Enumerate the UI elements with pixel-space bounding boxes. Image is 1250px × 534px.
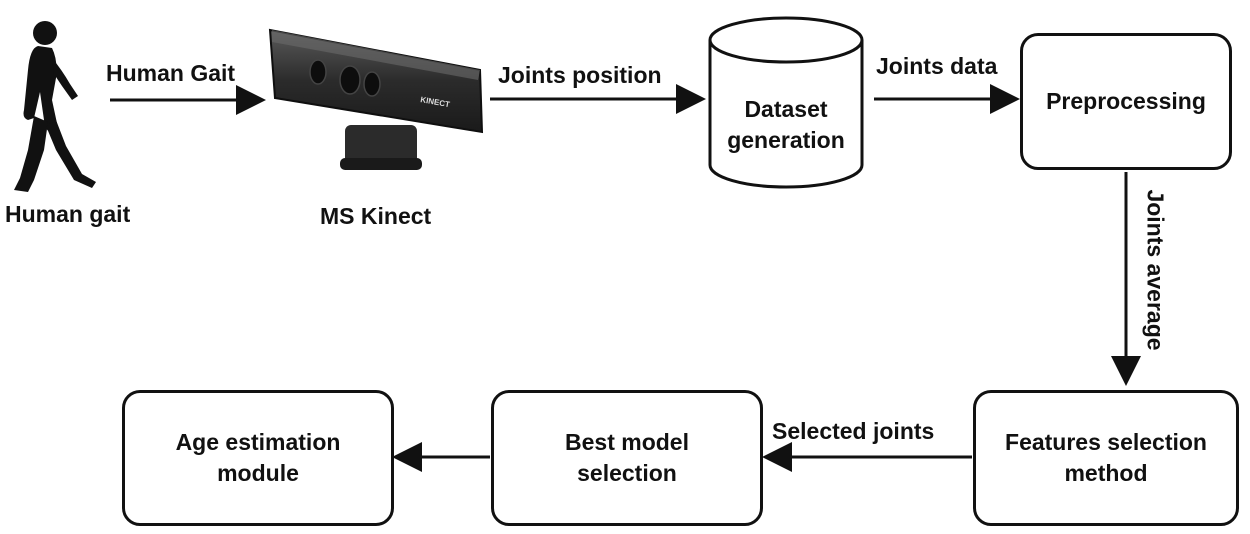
best-model-text: Best model selection: [565, 428, 689, 486]
edge-label-selected-joints: Selected joints: [772, 418, 935, 444]
best-model-box: Best model selection: [491, 390, 763, 526]
dataset-cylinder: [708, 16, 864, 189]
edge-label-human-gait: Human Gait: [106, 60, 236, 86]
features-selection-text: Features selection method: [1005, 428, 1207, 486]
dataset-label: Dataset generation: [712, 70, 860, 180]
features-selection-box: Features selection method: [973, 390, 1239, 526]
dataset-text: Dataset generation: [727, 95, 845, 153]
age-estimation-text: Age estimation module: [175, 428, 341, 486]
age-estimation-box: Age estimation module: [122, 390, 394, 526]
kinect-device-icon: KINECT: [268, 28, 484, 170]
human-gait-caption: Human gait: [5, 201, 131, 227]
kinect-caption: MS Kinect: [320, 203, 432, 229]
edge-label-joints-data: Joints data: [876, 53, 998, 79]
preprocessing-box: Preprocessing: [1020, 33, 1232, 170]
edge-label-joints-average: Joints average: [1142, 189, 1169, 351]
edge-label-joints-position: Joints position: [498, 62, 662, 88]
walking-person-icon: [14, 21, 96, 192]
preprocessing-text: Preprocessing: [1046, 87, 1206, 114]
